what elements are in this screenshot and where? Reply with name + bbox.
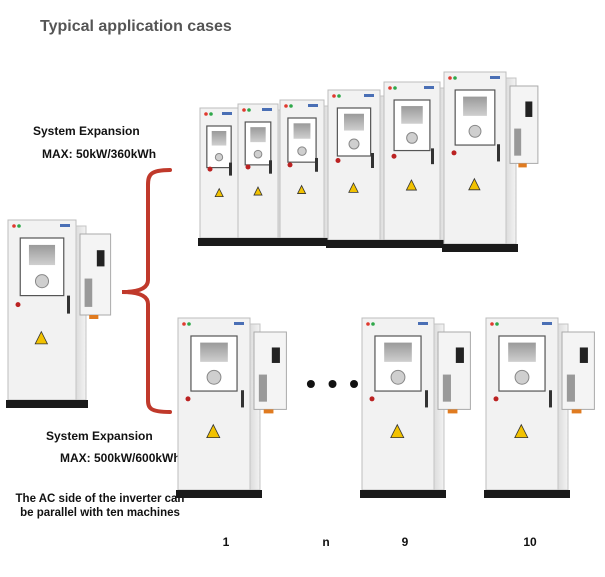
lower-expansion-max: MAX: 500kW/600kWh [60,451,181,465]
unit-label-n: n [322,535,330,549]
upper-cabinet-6 [442,71,539,252]
upper-expansion-max: MAX: 50kW/360kWh [42,147,157,161]
lower-cabinet-9 [360,317,471,498]
expansion-bracket [121,168,172,414]
parallel-note: The AC side of the inverter can be paral… [0,492,200,520]
upper-cabinet-3 [278,99,336,246]
upper-cabinet-4 [326,89,392,248]
lower-cabinet-10 [484,317,595,498]
parallel-note-line2: be parallel with ten machines [20,507,180,519]
lower-expansion-label: System Expansion [46,429,153,443]
page-title: Typical application cases [40,18,232,35]
parallel-note-line1: The AC side of the inverter can [15,493,185,505]
upper-cabinet-5 [382,81,452,248]
unit-label-10: 10 [523,535,537,549]
unit-label-1: 1 [222,535,230,549]
standalone-cabinet [6,219,112,408]
unit-label-9: 9 [401,535,409,549]
ellipsis-dots: • • • [306,368,361,399]
upper-expansion-label: System Expansion [33,124,140,138]
lower-cabinet-1 [176,317,287,498]
